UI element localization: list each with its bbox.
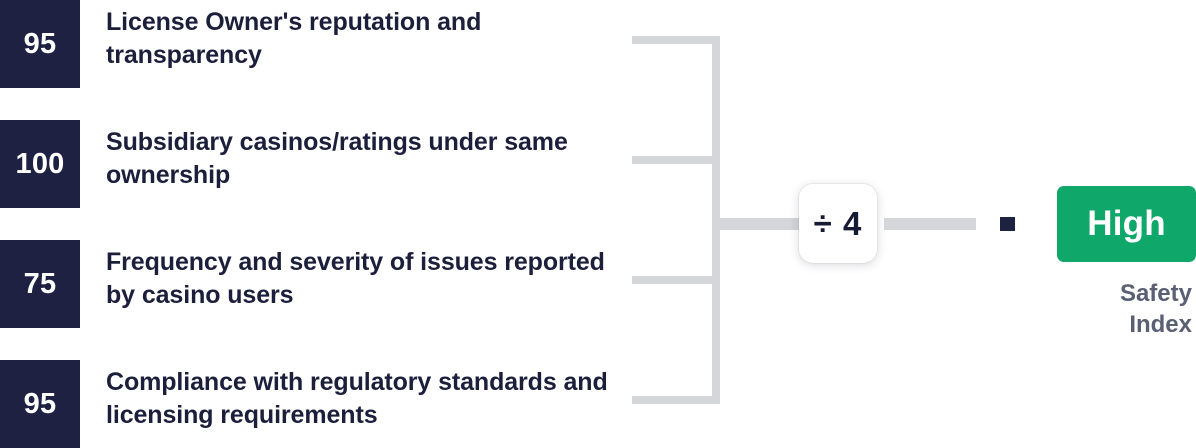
criteria-label: Frequency and severity of issues reporte… (106, 248, 605, 310)
criteria-label: Compliance with regulatory standards and… (106, 368, 608, 430)
criteria-row: 95 Compliance with regulatory standards … (0, 360, 620, 448)
criteria-row: 75 Frequency and severity of issues repo… (0, 240, 620, 328)
safety-index-badge: High (1057, 186, 1196, 262)
connector-line-right (884, 218, 976, 230)
criteria-row: 95 License Owner's reputation and transp… (0, 0, 620, 88)
criteria-list: 95 License Owner's reputation and transp… (0, 0, 620, 448)
score-badge: 75 (0, 240, 80, 328)
criteria-label: Subsidiary casinos/ratings under same ow… (106, 128, 568, 190)
safety-index-caption: Safety Index (1119, 280, 1192, 339)
criteria-row: 100 Subsidiary casinos/ratings under sam… (0, 120, 620, 208)
result-block: High Safety Index (1057, 186, 1196, 340)
score-badge: 95 (0, 360, 80, 448)
bracket-arm (632, 156, 716, 164)
bracket-arm (632, 276, 716, 284)
score-badge: 95 (0, 0, 80, 88)
equals-icon (1000, 217, 1015, 231)
score-badge: 100 (0, 120, 80, 208)
divide-operator-box: ÷ 4 (799, 184, 877, 263)
criteria-label: License Owner's reputation and transpare… (106, 8, 482, 70)
bracket-arm (632, 36, 716, 44)
connector-line-left (714, 218, 806, 230)
bracket-arm (632, 396, 716, 404)
grouping-bracket (632, 36, 720, 404)
